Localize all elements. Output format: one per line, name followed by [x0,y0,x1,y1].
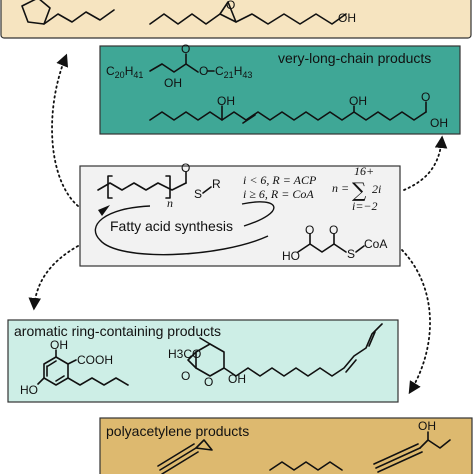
malonyl-coa: CoA [364,237,387,251]
condition-acp: i < 6, R = ACP [243,173,317,187]
quinone-chain-double2 [368,331,376,347]
fatty-acid-synthesis-background [79,165,401,267]
fatty-oh2: OH [349,94,367,108]
top-products-box: O OH [0,0,472,39]
polyacetylene-epoxide [195,439,213,451]
ester-o1: O [181,42,190,56]
acyl-bracket-right [165,175,171,199]
polyacetylene-chain [269,461,343,471]
olivetolic-ring-double [46,360,65,382]
fatty-acid-synthesis-box: n O S R i < 6, R = ACP i ≥ 6, R = CoA n … [79,161,401,267]
arrow-to-top-box [51,53,79,207]
arrow-to-polyacetylene [401,249,431,395]
polyacetylene-oh: OH [418,419,436,433]
quinone-chain-double1 [345,359,357,373]
olivetolic-ho-bond [37,377,45,385]
malonyl-o2: O [329,223,338,237]
ester-oh: OH [164,76,182,90]
top-oh-label: OH [338,11,356,25]
polyacetylene-oh-bond [419,431,451,449]
long-fatty-acid-chain [149,111,427,121]
olivetolic-cooh-bond [67,359,77,365]
aromatic-title: aromatic ring-containing products [14,323,221,339]
quinone-oh: OH [228,372,246,386]
synthesis-cycle-arrow [94,201,275,256]
polyacetylene-triple-right [373,443,423,473]
polyacetylene-triple-left [157,443,199,474]
long-fatty-acid-cis-bond [242,114,256,124]
fatty-o: O [421,90,430,104]
quinone-h3co: H3CO [168,347,201,361]
malonyl-s: S [347,247,355,261]
olivetolic-cooh: COOH [77,353,113,367]
top-box-background [0,0,472,39]
formula-c21h43: C21H43 [215,64,252,80]
top-epoxide-o: O [226,0,235,12]
olivetolic-oh: OH [50,338,68,352]
n-equals: n = [332,181,349,195]
acyl-bracket-left [107,175,113,199]
cyclopentene-ring [21,0,51,25]
malonyl-ho: HO [282,249,300,263]
quinone-o1: O [181,369,190,383]
arrow-to-very-long-chain [403,135,448,191]
olivetolic-ho: HO [20,383,38,397]
top-acid-chain [149,13,347,25]
fatty-oh3: OH [430,116,448,130]
polyacetylene-title: polyacetylene products [106,423,249,439]
quinone-side-chain [223,323,383,377]
acyl-chain [97,182,187,191]
olivetolic-pentyl [67,377,129,386]
malonyl-backbone [297,243,347,253]
condition-coa: i ≥ 6, R = CoA [243,187,314,201]
quinone-methoxy-bond [199,337,211,345]
very-long-chain-box: very-long-chain products C20H41 OH O O C… [99,42,461,135]
ester-backbone [149,63,199,73]
acyl-s-r-bond [202,186,212,194]
sum-upper: 16+ [354,164,374,178]
acyl-r-label: R [212,177,221,191]
top-side-chain [43,9,115,25]
malonyl-s-coa-bond [355,245,365,253]
acyl-s-label: S [194,187,202,201]
very-long-chain-background [99,45,461,135]
formula-c20h41: C20H41 [106,64,143,80]
acyl-n-label: n [167,196,173,210]
fatty-acid-synthesis-title: Fatty acid synthesis [110,218,233,234]
acyl-o-label: O [181,161,190,175]
quinone-o2: O [204,375,213,389]
malonyl-o1: O [305,223,314,237]
sum-term: 2i [372,182,381,196]
fatty-oh1: OH [217,94,235,108]
very-long-chain-title: very-long-chain products [278,50,431,66]
sum-lower: i=−2 [352,199,378,213]
top-epoxide [219,1,237,23]
sigma-symbol: ∑ [352,178,367,202]
quinone-epoxide [187,351,197,369]
arrow-to-aromatic [28,245,79,311]
cycle-arrowhead [98,205,110,216]
ester-o2: O [199,64,208,78]
aromatic-products-box: aromatic ring-containing products OH COO… [7,319,399,403]
polyacetylene-products-box: polyacetylene products OH [99,417,473,474]
